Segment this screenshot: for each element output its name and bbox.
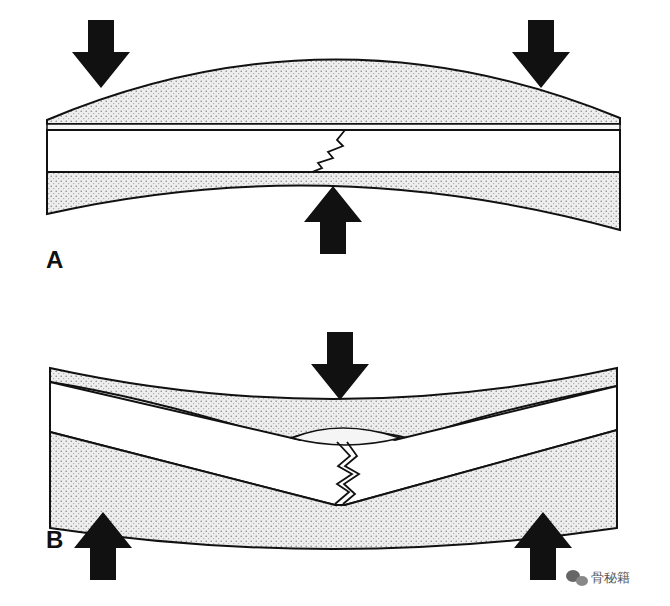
panel-letter: B: [46, 528, 63, 552]
panel-letter: A: [46, 248, 63, 272]
force-arrow: [72, 20, 572, 580]
bone: [47, 130, 620, 172]
wechat-icon: [566, 570, 588, 586]
bulge: [292, 428, 400, 445]
fracture-line: [312, 130, 359, 504]
watermark: 骨秘籍: [591, 571, 630, 584]
